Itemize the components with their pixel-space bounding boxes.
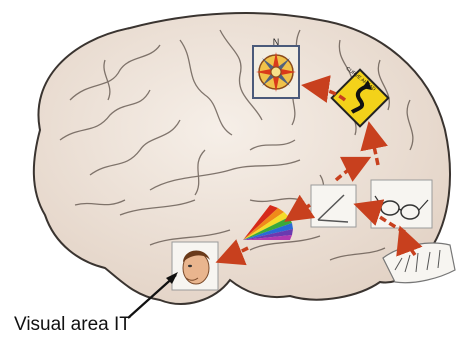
- compass-north-letter: N: [273, 37, 280, 47]
- face-icon: [172, 242, 218, 290]
- compass-icon: N: [253, 37, 299, 98]
- angle-lines-icon: [311, 185, 356, 227]
- eyeglasses-icon: [371, 180, 432, 228]
- visual-area-it-caption: Visual area IT: [14, 314, 131, 336]
